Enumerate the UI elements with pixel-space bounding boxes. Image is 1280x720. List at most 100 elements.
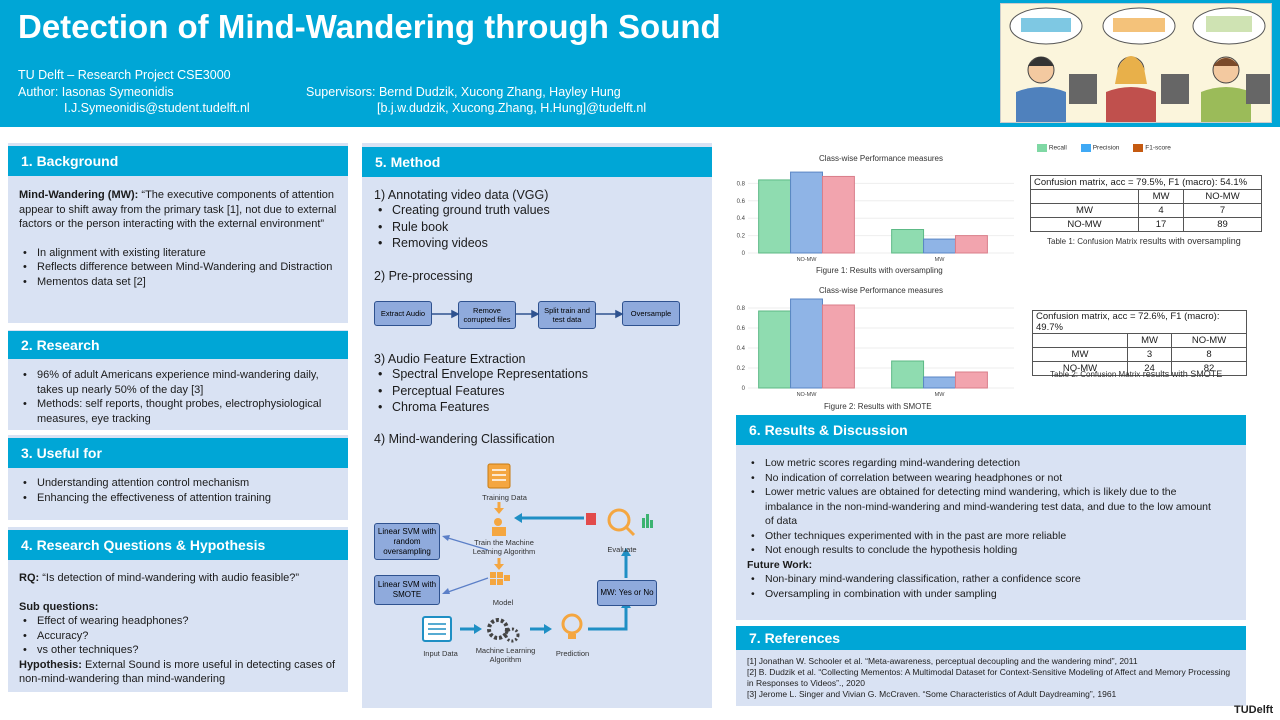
table-title: Confusion matrix, acc = 79.5%, F1 (macro… <box>1030 175 1262 190</box>
x-tick-label: NO-MW <box>797 257 818 263</box>
useful-text: Understanding attention control mechanis… <box>19 476 337 505</box>
mw-definition: “The executive components of attention a… <box>19 189 337 230</box>
reference-item: [3] Jerome L. Singer and Vivian G. McCra… <box>747 689 1117 699</box>
method-steps: 1) Annotating video data (VGG) Creating … <box>374 188 704 283</box>
useful-heading: 3. Useful for <box>8 438 348 468</box>
list-item: 96% of adult Americans experience mind-w… <box>19 368 337 397</box>
chart-title: Class-wise Performance measures <box>819 154 943 163</box>
future-work-label: Future Work: <box>747 558 813 571</box>
col-header: NO-MW <box>1183 189 1262 204</box>
train-algorithm-label: Train the Machine Learning Algorithm <box>472 538 536 556</box>
tudelft-logo: TUDelft <box>1234 704 1274 716</box>
references-heading: 7. References <box>736 626 1246 650</box>
list-item: Other techniques experimented with in th… <box>747 529 1217 544</box>
hypothesis-text: External Sound is more useful in detecti… <box>19 658 336 686</box>
col-header: MW <box>1137 189 1185 204</box>
x-tick-label: MW <box>935 257 946 263</box>
ml-diagram <box>422 463 653 643</box>
list-item: Spectral Envelope Representations <box>374 366 704 383</box>
step-title: 3) Audio Feature Extraction <box>374 352 526 366</box>
mw-term: Mind-Wandering (MW): <box>19 189 139 201</box>
legend-f1: F1-score <box>1133 144 1171 152</box>
step-title: 1) Annotating video data (VGG) <box>374 188 549 202</box>
step-title: 2) Pre-processing <box>374 268 473 283</box>
y-tick-label: 0.4 <box>737 216 746 222</box>
svm-smote-box: Linear SVM with SMOTE <box>374 575 440 605</box>
references-list: [1] Jonathan W. Schooler et al. “Meta-aw… <box>747 656 1237 700</box>
rq-text: “Is detection of mind-wandering with aud… <box>39 572 300 584</box>
bar-recall-mw <box>891 229 925 254</box>
bar-f1-score-no-mw <box>821 304 855 389</box>
figure1-caption: Figure 1: Results with oversampling <box>816 266 943 275</box>
y-tick-label: 0.6 <box>737 199 746 205</box>
list-item: In alignment with existing literature <box>19 246 337 261</box>
y-tick-label: 0.8 <box>737 306 746 312</box>
reference-item: [1] Jonathan W. Schooler et al. “Meta-aw… <box>747 656 1138 666</box>
bar-precision-mw <box>923 376 956 389</box>
list-item: Perceptual Features <box>374 383 704 400</box>
list-item: Low metric scores regarding mind-wanderi… <box>747 456 1217 471</box>
research-heading: 2. Research <box>8 331 348 359</box>
hypothesis-label: Hypothesis: <box>19 658 82 671</box>
list-item: vs other techniques? <box>19 643 337 658</box>
chart-oversampling: Class-wise Performance measures00.20.40.… <box>737 154 1014 263</box>
table1-caption: Table 1: Confusion Matrix results with o… <box>1047 236 1241 246</box>
step-title: 4) Mind-wandering Classification <box>374 431 555 446</box>
list-item: Creating ground truth values <box>374 202 704 219</box>
supervisors: Supervisors: Bernd Dudzik, Xucong Zhang,… <box>306 85 621 99</box>
background-heading: 1. Background <box>8 146 348 176</box>
rq-label: RQ: <box>19 572 40 584</box>
poster-title: Detection of Mind-Wandering through Soun… <box>18 8 721 45</box>
bar-f1-score-no-mw <box>821 175 855 254</box>
bar-recall-mw <box>891 360 925 389</box>
y-tick-label: 0 <box>742 386 746 392</box>
flow-arrows <box>432 309 624 319</box>
flow-oversample: Oversample <box>622 301 680 326</box>
col-header: MW <box>1126 333 1173 348</box>
list-item: Reflects difference between Mind-Wanderi… <box>19 260 337 275</box>
chart-legend: Recall Precision F1-score <box>1037 144 1171 152</box>
list-item: Enhancing the effectiveness of attention… <box>19 491 337 506</box>
daydreaming-cartoon-image <box>1000 3 1272 123</box>
author: Author: Iasonas Symeonidis <box>18 85 174 99</box>
y-tick-label: 0.6 <box>737 326 746 332</box>
ml-algorithm-label: Machine Learning Algorithm <box>475 646 536 664</box>
method-heading: 5. Method <box>362 147 712 177</box>
input-data-label: Input Data <box>423 649 458 658</box>
x-tick-label: MW <box>935 392 946 398</box>
bar-precision-mw <box>923 238 956 254</box>
x-tick-label: NO-MW <box>797 392 818 398</box>
col-header: NO-MW <box>1171 333 1247 348</box>
confusion-matrix-1: Confusion matrix, acc = 79.5%, F1 (macro… <box>1030 175 1262 232</box>
list-item: Mementos data set [2] <box>19 275 337 290</box>
affiliation: TU Delft – Research Project CSE3000 <box>18 68 231 82</box>
y-tick-label: 0.8 <box>737 181 746 187</box>
list-item: Lower metric values are obtained for det… <box>747 485 1217 529</box>
list-item: No indication of correlation between wea… <box>747 471 1217 486</box>
bar-precision-no-mw <box>790 171 823 254</box>
table2-caption: Table 2: Confusion Matrix results with S… <box>1050 369 1223 379</box>
y-tick-label: 0.2 <box>737 366 746 372</box>
list-item: Effect of wearing headphones? <box>19 614 337 629</box>
y-tick-label: 0.2 <box>737 234 746 240</box>
bar-f1-score-mw <box>954 371 988 389</box>
evaluate-label: Evaluate <box>607 545 637 554</box>
flow-remove-corrupted: Remove corrupted files <box>458 301 516 329</box>
background-text: Mind-Wandering (MW): “The executive comp… <box>19 188 337 289</box>
chart-smote: Class-wise Performance measures00.20.40.… <box>737 286 1014 398</box>
table-title: Confusion matrix, acc = 72.6%, F1 (macro… <box>1032 310 1247 334</box>
questions-text: RQ: “Is detection of mind-wandering with… <box>19 571 337 687</box>
prediction-label: Prediction <box>555 649 590 658</box>
figure2-caption: Figure 2: Results with SMOTE <box>824 402 932 411</box>
supervisor-emails: [b.j.w.dudzik, Xucong.Zhang, H.Hung]@tud… <box>377 101 647 115</box>
author-email: I.J.Symeonidis@student.tudelft.nl <box>64 101 250 115</box>
model-label: Model <box>492 598 514 607</box>
output-box: MW: Yes or No <box>597 580 657 606</box>
method-steps-2: 3) Audio Feature Extraction Spectral Env… <box>374 352 704 446</box>
list-item: Rule book <box>374 219 704 236</box>
y-tick-label: 0.4 <box>737 346 746 352</box>
bar-precision-no-mw <box>790 298 823 389</box>
